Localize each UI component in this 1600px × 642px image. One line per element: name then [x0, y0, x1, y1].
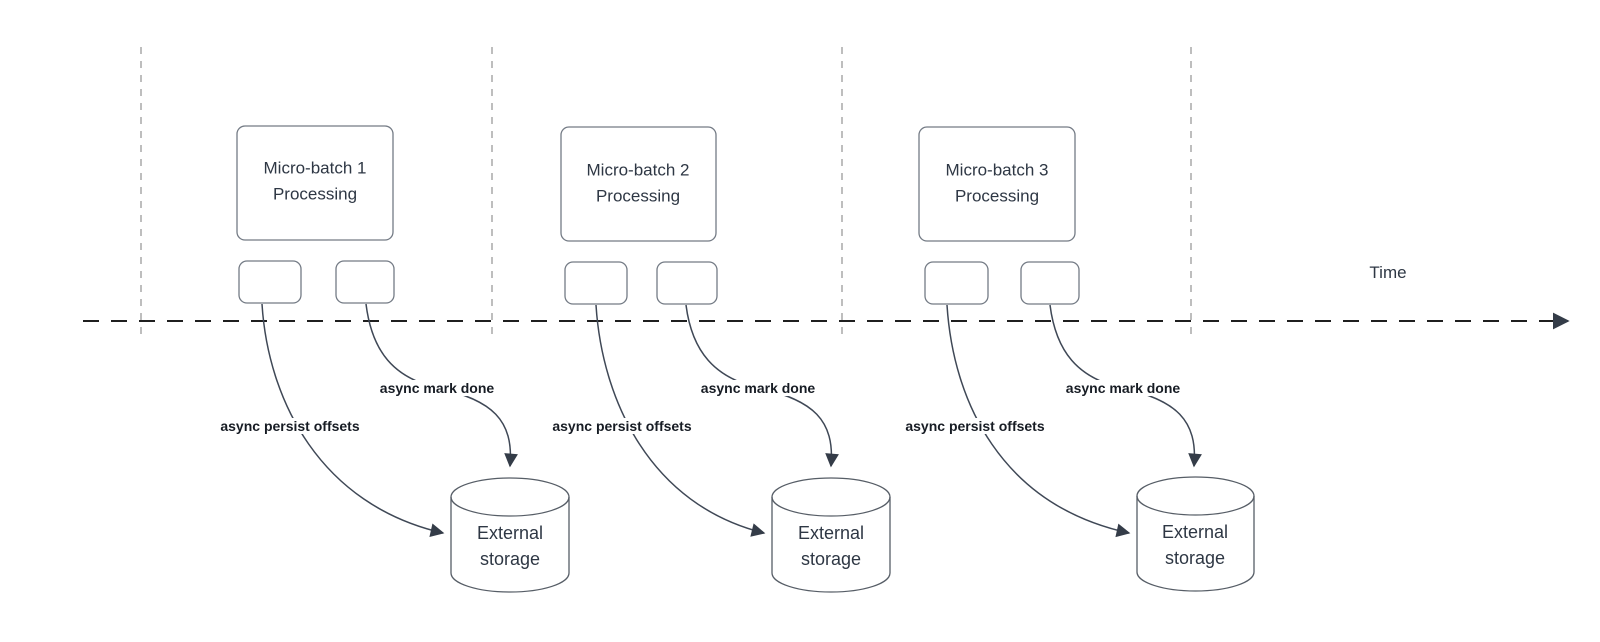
mark-done-label-3: async mark done: [1062, 380, 1184, 396]
mark-done-label-1: async mark done: [376, 380, 498, 396]
external-storage-label-3: External storage: [1161, 521, 1229, 568]
external-storage-cylinder-2: [771, 477, 891, 593]
microbatch-3-processing-box: [918, 126, 1076, 242]
microbatch-3-task-box-right: [1020, 261, 1080, 305]
persist-offsets-label-3: async persist offsets: [902, 418, 1048, 434]
microbatch-1-task-box-right: [335, 260, 395, 304]
persist-offsets-label-1: async persist offsets: [217, 418, 363, 434]
persist-offsets-arrow-2: [595, 304, 766, 537]
mark-done-label-2: async mark done: [697, 380, 819, 396]
persist-offsets-arrow-1: [261, 303, 445, 537]
persist-offsets-label-2: async persist offsets: [549, 418, 695, 434]
microbatch-2-task-box-right: [656, 261, 718, 305]
microbatch-2-task-box-left: [564, 261, 628, 305]
microbatch-3-processing-label: Micro-batch 3 Processing: [945, 160, 1049, 206]
microbatch-2-processing-label: Micro-batch 2 Processing: [586, 160, 690, 206]
persist-offsets-arrow-3: [946, 304, 1131, 538]
external-storage-label-1: External storage: [476, 522, 544, 569]
microbatch-1-processing-label: Micro-batch 1 Processing: [263, 158, 367, 204]
time-axis-label: Time: [1369, 263, 1407, 282]
microbatch-2-processing-box: [560, 126, 717, 242]
external-storage-label-2: External storage: [797, 522, 865, 569]
external-storage-cylinder-3: [1136, 476, 1255, 592]
microbatch-1-task-box-left: [238, 260, 302, 304]
external-storage-cylinder-1: [450, 477, 570, 593]
microbatch-3-task-box-left: [924, 261, 989, 305]
microbatch-1-processing-box: [236, 125, 394, 241]
